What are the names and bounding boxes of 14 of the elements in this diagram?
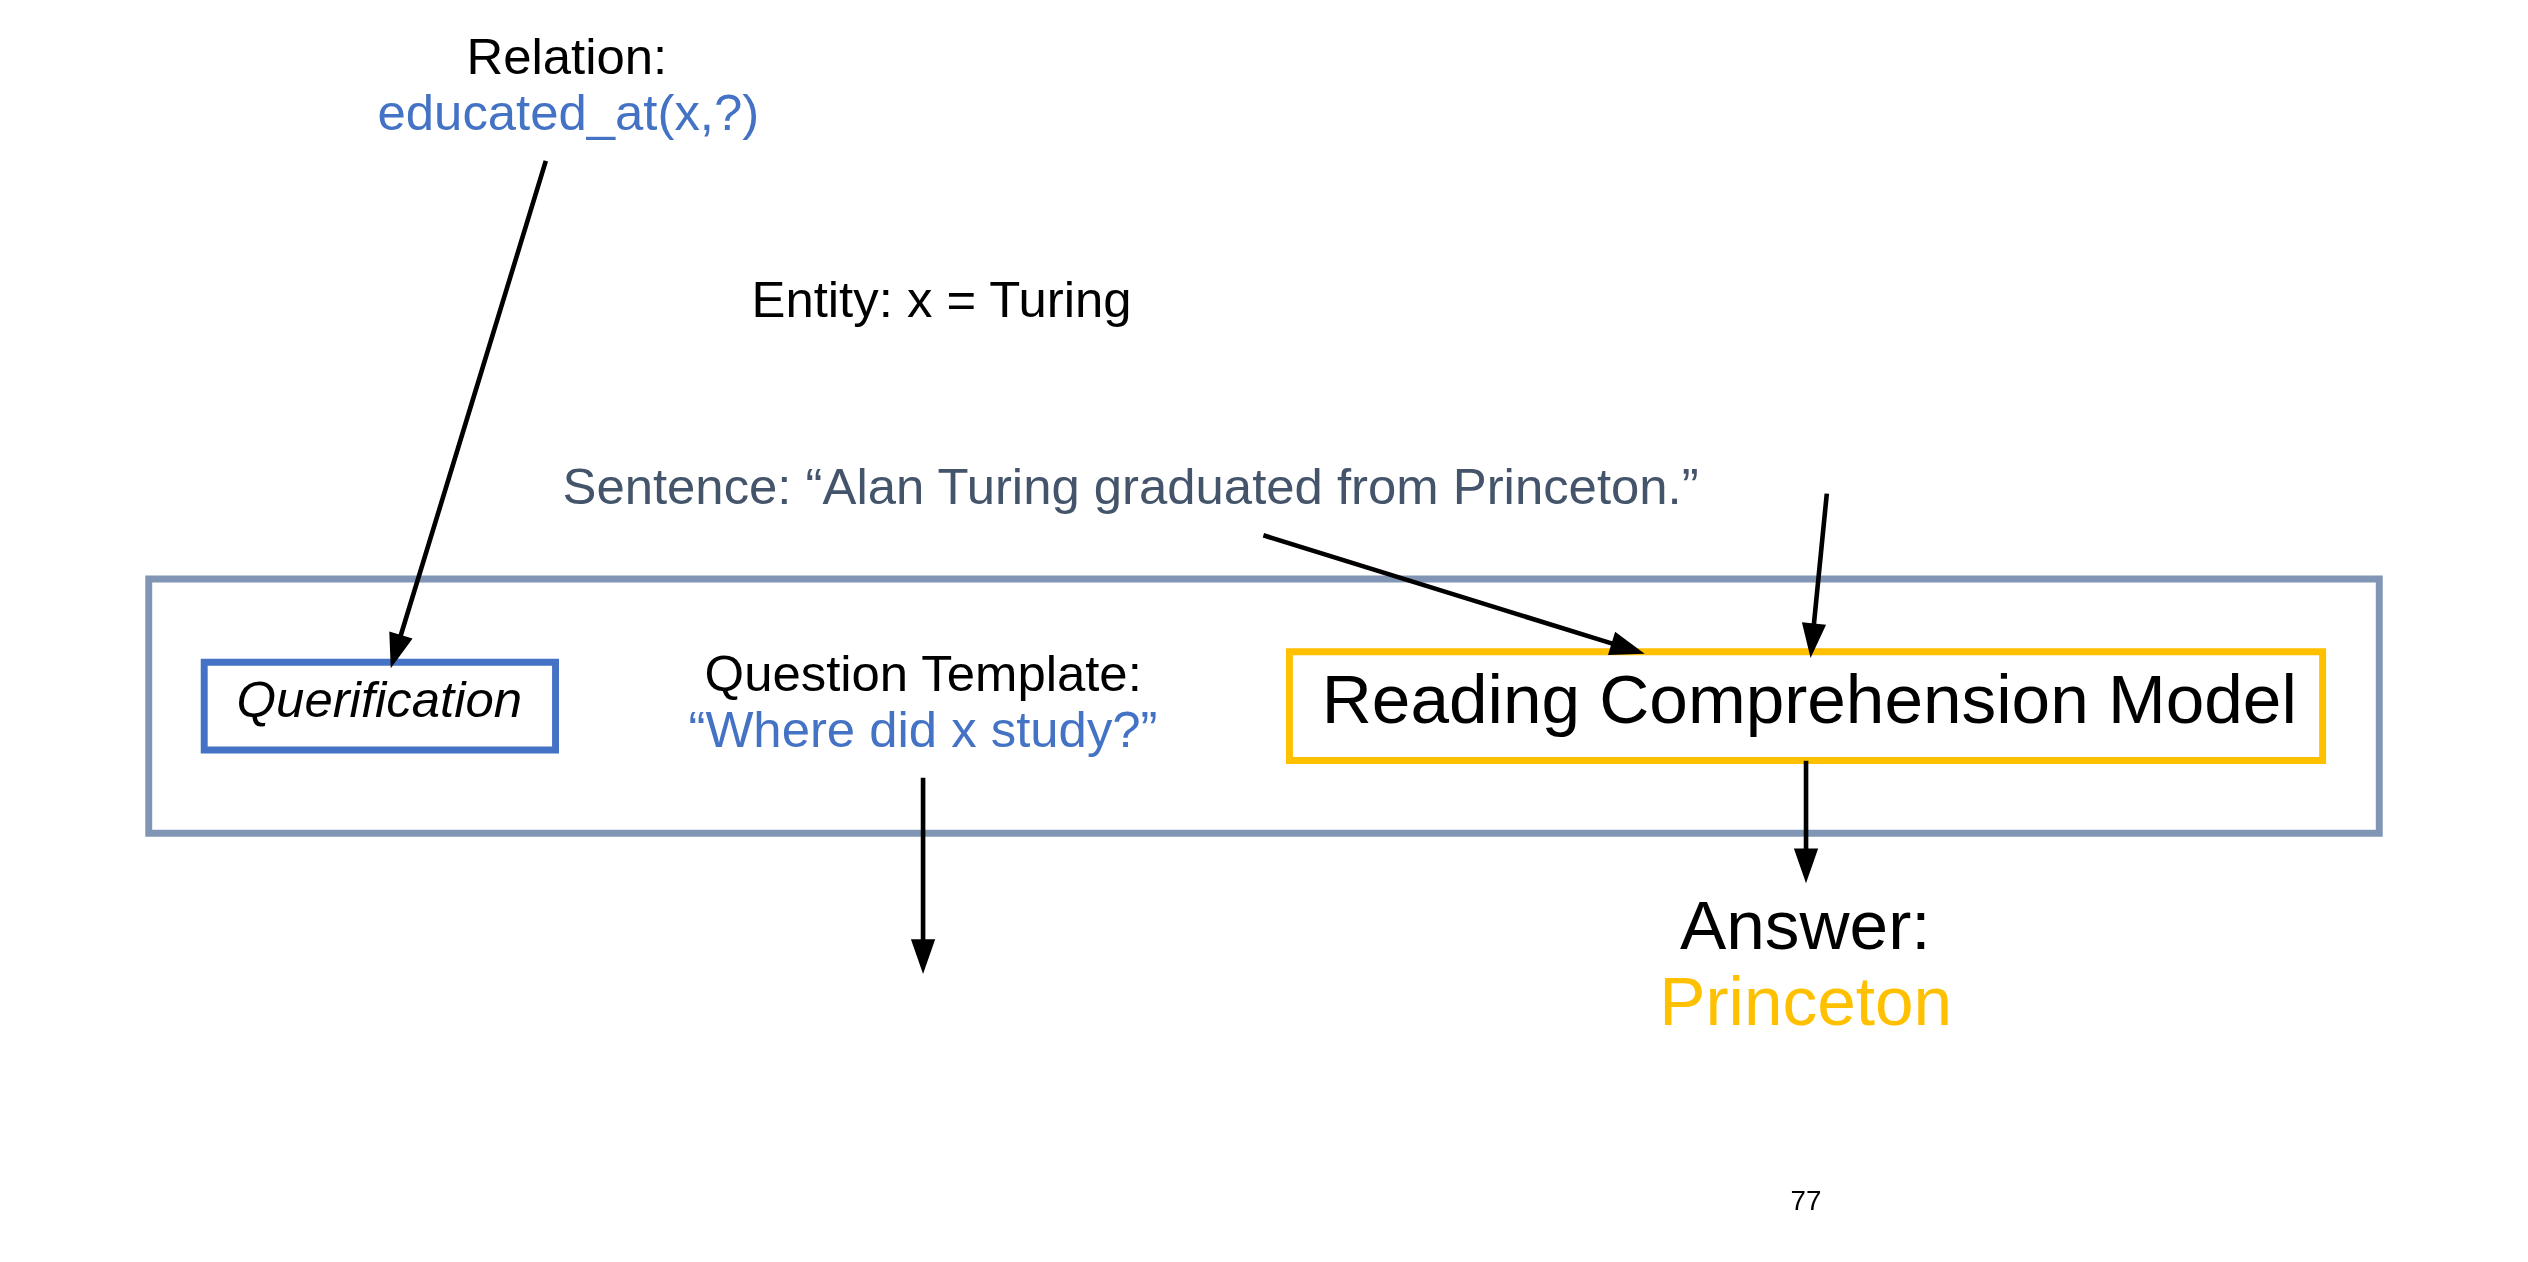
node-text: Answer: Princeton	[1659, 885, 1953, 1041]
node-box: Reading Comprehension Model	[1285, 648, 2327, 764]
arrow	[910, 777, 936, 974]
arrow	[389, 160, 549, 669]
arrow	[1793, 760, 1819, 884]
node-text: Sentence: “Alan Turing graduated from Princeton.”	[562, 458, 1699, 516]
label: Entity: x = Turing	[751, 270, 1132, 328]
node-text: Relation: educated_at(x,?)	[377, 28, 760, 141]
arrow	[1262, 533, 1645, 655]
cluster	[145, 575, 2383, 837]
node-text: Question Template: “Where did x study?”	[688, 645, 1158, 758]
node-box: Querification	[200, 658, 559, 754]
label: 77	[1790, 1185, 1822, 1217]
arrow	[1801, 493, 1830, 659]
